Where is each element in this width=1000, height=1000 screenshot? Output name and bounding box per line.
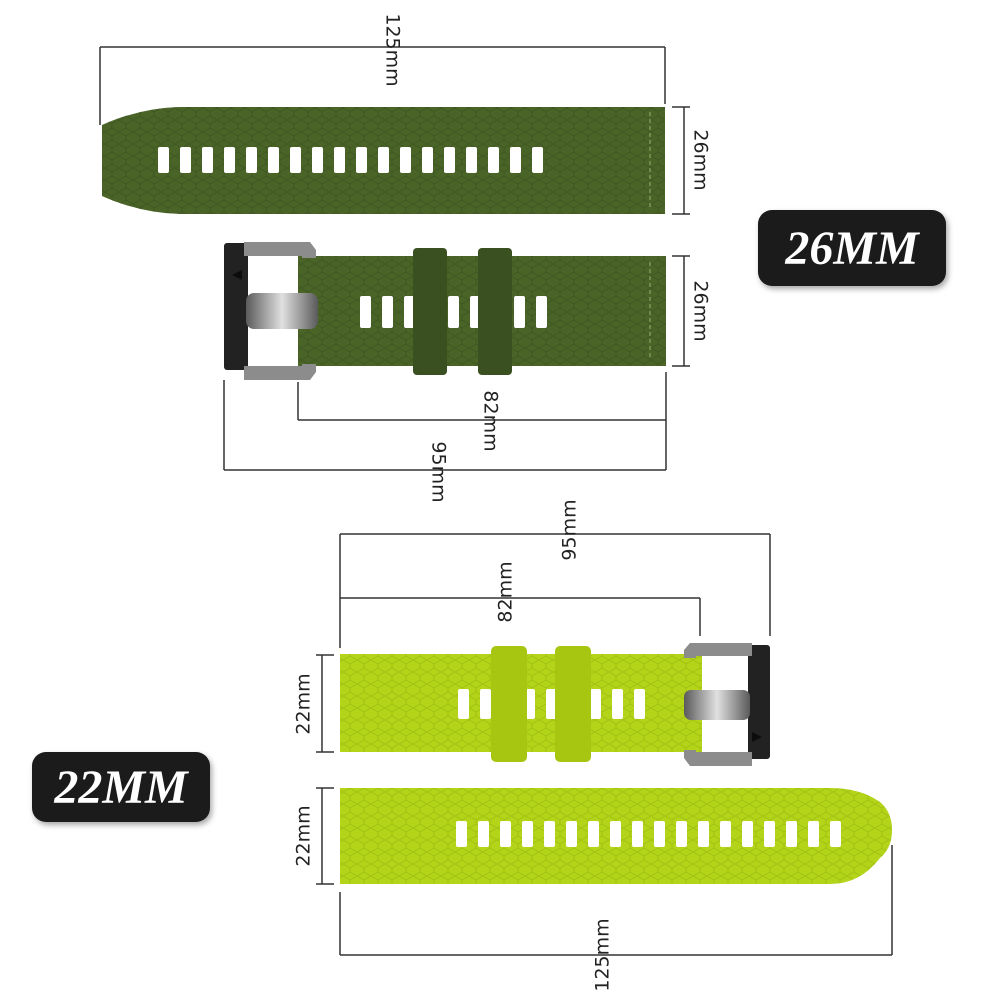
strap-hole <box>480 689 491 719</box>
strap-hole <box>676 821 687 847</box>
dim-bottom-long-length: 125mm <box>592 918 614 991</box>
dim-top-buckle-total: 95mm <box>428 441 450 502</box>
strap-26mm-long <box>102 107 665 214</box>
strap-hole <box>202 147 213 173</box>
strap-hole <box>612 689 623 719</box>
strap-hole <box>632 821 643 847</box>
strap-hole <box>546 689 557 719</box>
strap-hole <box>514 296 525 328</box>
strap-hole <box>566 821 577 847</box>
strap-keeper <box>478 248 512 375</box>
dim-bottom-buckle-width: 22mm <box>293 673 315 734</box>
dim-bottom-buckle-total: 95mm <box>559 499 581 560</box>
strap-hole <box>312 147 323 173</box>
strap-holes <box>456 821 841 847</box>
strap-hole <box>448 296 459 328</box>
dim-top-buckle-width: 26mm <box>690 280 712 341</box>
strap-hole <box>478 821 489 847</box>
strap-hole <box>720 821 731 847</box>
strap-hole <box>544 821 555 847</box>
strap-hole <box>610 821 621 847</box>
strap-hole <box>180 147 191 173</box>
strap-hole <box>488 147 499 173</box>
dim-top-long-length: 125mm <box>382 13 404 86</box>
strap-hole <box>590 689 601 719</box>
buckle-icon <box>224 242 318 380</box>
strap-hole <box>634 689 645 719</box>
strap-22mm-buckle <box>340 643 770 766</box>
strap-hole <box>290 147 301 173</box>
size-badge-26mm: 26MM <box>758 210 946 286</box>
dim-top-buckle-inner: 82mm <box>480 390 502 451</box>
strap-hole <box>536 296 547 328</box>
strap-22mm-long <box>340 788 892 884</box>
strap-hole <box>510 147 521 173</box>
strap-hole <box>808 821 819 847</box>
strap-hole <box>224 147 235 173</box>
strap-hole <box>830 821 841 847</box>
strap-hole <box>356 147 367 173</box>
strap-hole <box>698 821 709 847</box>
strap-hole <box>532 147 543 173</box>
strap-keeper <box>413 248 447 375</box>
strap-hole <box>246 147 257 173</box>
strap-hole <box>588 821 599 847</box>
dim-bottom-long-width: 22mm <box>293 805 315 866</box>
strap-hole <box>158 147 169 173</box>
strap-keeper <box>555 646 591 762</box>
strap-hole <box>444 147 455 173</box>
strap-keeper <box>491 646 527 762</box>
dim-top-long-width: 26mm <box>690 129 712 190</box>
strap-holes <box>158 147 543 173</box>
strap-holes <box>360 296 547 328</box>
strap-hole <box>382 296 393 328</box>
buckle-icon <box>684 643 770 766</box>
strap-hole <box>466 147 477 173</box>
strap-hole <box>522 821 533 847</box>
strap-hole <box>458 689 469 719</box>
strap-hole <box>742 821 753 847</box>
strap-hole <box>334 147 345 173</box>
dimension-lines-26mm <box>99 46 690 471</box>
strap-hole <box>764 821 775 847</box>
dimension-lines-22mm <box>316 533 893 956</box>
strap-hole <box>360 296 371 328</box>
strap-hole <box>268 147 279 173</box>
strap-hole <box>500 821 511 847</box>
strap-26mm-buckle <box>224 242 666 380</box>
size-badge-22mm: 22MM <box>32 752 210 822</box>
strap-holes <box>458 689 645 719</box>
strap-hole <box>654 821 665 847</box>
strap-hole <box>378 147 389 173</box>
dim-bottom-buckle-inner: 82mm <box>495 561 517 622</box>
strap-hole <box>400 147 411 173</box>
strap-hole <box>422 147 433 173</box>
strap-hole <box>404 296 415 328</box>
strap-hole <box>456 821 467 847</box>
strap-hole <box>786 821 797 847</box>
